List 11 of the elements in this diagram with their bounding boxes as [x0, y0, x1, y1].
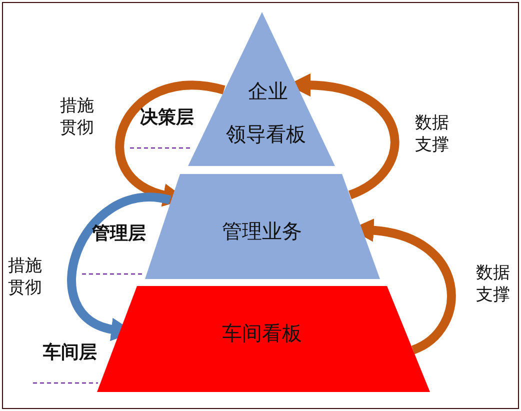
curved-arrow	[67, 192, 171, 340]
pyramid-tier	[97, 286, 430, 392]
tier-text: 车间看板	[222, 321, 302, 345]
layer-label: 车间层	[43, 342, 97, 364]
pyramid-tier	[145, 174, 380, 279]
tier-text: 管理业务	[222, 219, 302, 243]
tier-text: 领导看板	[226, 122, 306, 146]
layer-label: 管理层	[92, 223, 146, 245]
curved-arrow	[116, 81, 225, 206]
tier-text: 企业	[248, 79, 288, 103]
layer-label: 决策层	[140, 107, 194, 129]
